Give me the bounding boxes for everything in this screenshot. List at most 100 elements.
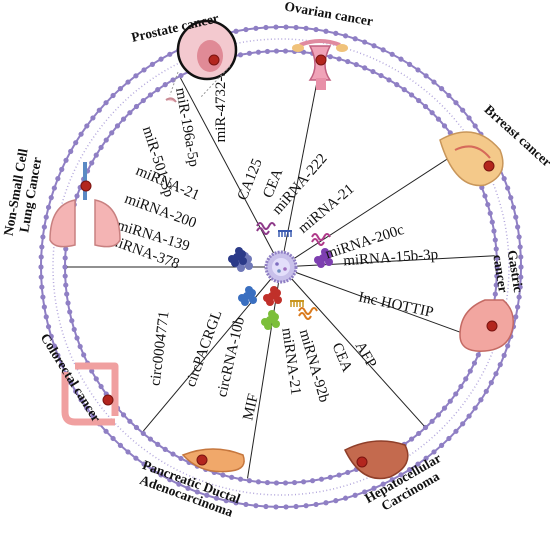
lipid-head-inner: [336, 56, 342, 62]
cancer-label: Gastriccancer: [490, 249, 526, 296]
lipid-head-outer: [446, 435, 452, 442]
lipid-head-inner: [408, 436, 415, 442]
lipid-head-outer: [51, 185, 57, 191]
lipid-head-inner: [63, 246, 69, 252]
lipid-head-outer: [517, 244, 523, 250]
lipid-head-outer: [483, 388, 489, 394]
lipid-head-inner: [64, 291, 70, 297]
lipid-head-outer: [273, 504, 279, 510]
lipid-head-outer: [380, 481, 386, 487]
lipid-head-inner: [147, 92, 154, 98]
lipid-head-outer: [389, 51, 395, 57]
lipid-head-outer: [313, 26, 319, 33]
lipid-head-inner: [422, 103, 429, 110]
lipid-head-outer: [55, 352, 61, 358]
lipid-head-outer: [283, 504, 289, 510]
lipid-head-inner: [492, 237, 498, 243]
lipid-head-outer: [513, 214, 519, 220]
lipid-head-inner: [471, 360, 478, 366]
lipid-head-inner: [140, 97, 146, 104]
lipid-head-inner: [65, 300, 71, 306]
lipid-head-outer: [333, 498, 339, 504]
lipid-head-outer: [460, 421, 466, 427]
lipid-head-outer: [125, 449, 131, 455]
lipid-head-inner: [93, 376, 99, 382]
lipid-head-inner: [492, 291, 498, 297]
rna-strand-icon: [311, 233, 331, 246]
sector-divider: [143, 278, 272, 432]
lipid-head-outer: [110, 92, 116, 99]
lipid-head-outer: [84, 405, 90, 411]
rna-comb-icon: [290, 300, 304, 307]
lipid-head-outer: [293, 503, 299, 510]
biomarker-label: CEA: [328, 341, 355, 375]
lipid-head-outer: [59, 362, 65, 368]
lipid-head-inner: [327, 474, 333, 480]
lipid-head-outer: [78, 397, 84, 403]
lipid-head-inner: [447, 398, 453, 404]
lipid-head-inner: [282, 48, 289, 54]
lipid-head-inner: [62, 264, 68, 270]
lipid-head-inner: [429, 418, 435, 424]
lipid-head-outer: [380, 47, 386, 53]
lipid-head-inner: [327, 54, 333, 60]
lipid-head-inner: [401, 87, 407, 93]
lipid-head-outer: [117, 442, 124, 448]
lipid-head-outer: [460, 107, 466, 113]
lipid-head-outer: [38, 264, 44, 270]
lipid-head-inner: [237, 52, 244, 58]
lipid-head-outer: [253, 503, 259, 509]
lipid-head-outer: [40, 294, 46, 300]
lipid-head-inner: [429, 110, 435, 116]
lipid-head-inner: [67, 309, 73, 315]
lipid-head-outer: [303, 25, 309, 31]
biomarker-label: miRNA-15b-3p: [343, 247, 439, 270]
lipid-head-outer: [117, 86, 124, 92]
lipid-head-outer: [176, 481, 182, 487]
lipid-head-outer: [518, 264, 524, 270]
stomach-icon: [459, 299, 515, 352]
lipid-head-inner: [435, 412, 442, 418]
lipid-head-outer: [253, 25, 259, 31]
lipid-head-outer: [63, 157, 69, 163]
rna-strand-icon: [256, 222, 276, 235]
lipid-head-outer: [313, 501, 319, 508]
lipid-head-inner: [318, 476, 325, 482]
lipid-head-inner: [435, 116, 442, 122]
lipid-head-outer: [243, 26, 249, 33]
sector-divider: [295, 272, 483, 341]
lipid-head-outer: [508, 195, 514, 201]
lipid-head-inner: [69, 318, 75, 324]
lipid-head-outer: [68, 148, 74, 154]
uterus-ovary-icon: [292, 39, 348, 90]
prostate-organ-icon: [165, 19, 238, 103]
lipid-head-outer: [446, 92, 452, 99]
lipid-head-inner: [63, 282, 69, 288]
lipid-head-outer: [158, 472, 164, 478]
lipid-head-outer: [510, 204, 517, 210]
lipid-head-inner: [282, 480, 289, 486]
lipid-head-outer: [243, 501, 249, 508]
lipid-head-outer: [233, 500, 239, 506]
lipid-head-inner: [98, 383, 104, 390]
lipid-head-outer: [342, 495, 349, 501]
lipid-head-inner: [246, 478, 253, 484]
lipid-head-inner: [475, 352, 481, 358]
lipid-head-outer: [125, 79, 131, 85]
lipid-head-outer: [213, 495, 220, 501]
lipid-head-inner: [494, 273, 500, 279]
lipid-head-outer: [371, 485, 377, 491]
lipid-head-outer: [167, 51, 173, 57]
lipid-head-outer: [48, 333, 54, 339]
liver-icon: [344, 440, 409, 480]
lipid-head-outer: [406, 467, 413, 473]
lipid-head-outer: [167, 477, 173, 483]
lipid-head-outer: [472, 123, 478, 129]
pancreas-icon: [181, 448, 245, 473]
biomarker-label: miR-4732-5p: [213, 62, 229, 143]
lipid-head-outer: [488, 380, 494, 386]
lipid-head-inner: [408, 92, 415, 98]
lipid-head-inner: [300, 479, 307, 485]
lipid-head-inner: [62, 255, 68, 261]
lipid-head-outer: [516, 294, 522, 300]
